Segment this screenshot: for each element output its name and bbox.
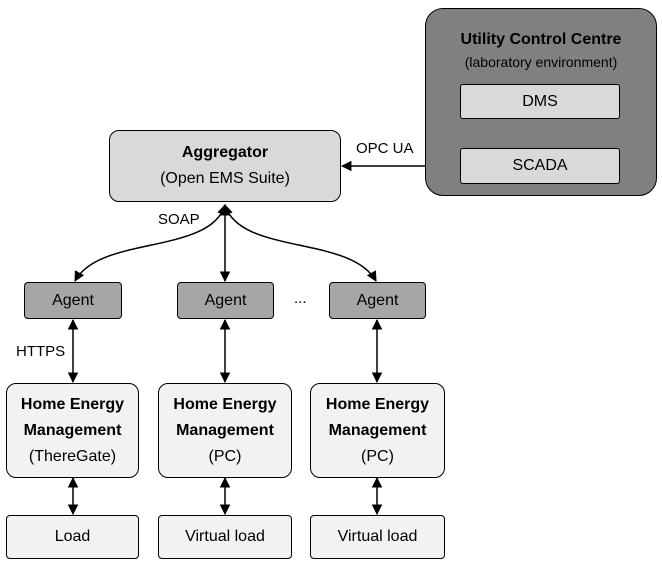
hem-line2: Management	[328, 421, 427, 439]
dms-label: DMS	[522, 92, 558, 110]
hem-box-3: Home Energy Management (PC)	[310, 383, 445, 478]
soap-arrow-left	[74, 203, 228, 282]
opcua-label: OPC UA	[356, 140, 414, 157]
load-box-2: Virtual load	[158, 515, 292, 559]
hem-line1: Home Energy	[20, 395, 125, 413]
hem-line2: Management	[176, 421, 274, 439]
agent-label: Agent	[204, 291, 247, 309]
agent-box-1: Agent	[24, 282, 122, 319]
aggregator-subtitle: (Open EMS Suite)	[160, 170, 290, 187]
scada-box: SCADA	[460, 148, 620, 184]
aggregator-title: Aggregator	[181, 144, 269, 161]
hem-box-2: Home Energy Management (PC)	[158, 383, 292, 478]
https-label: HTTPS	[16, 343, 66, 360]
hem-device: (ThereGate)	[28, 447, 117, 465]
agent-label: Agent	[52, 291, 94, 309]
aggregator-box: Aggregator (Open EMS Suite)	[109, 130, 341, 202]
scada-label: SCADA	[512, 157, 568, 174]
load-label: Load	[54, 528, 91, 545]
agent-box-2: Agent	[177, 282, 274, 319]
agent-box-3: Agent	[329, 282, 426, 319]
ellipsis-label: ...	[294, 290, 307, 307]
load-label: Virtual load	[337, 528, 418, 545]
soap-label: SOAP	[158, 211, 200, 228]
hem-line1: Home Energy	[173, 395, 277, 413]
hem-device: (PC)	[208, 447, 242, 465]
agent-label: Agent	[356, 291, 399, 309]
utility-centre-title: Utility Control Centre	[460, 31, 622, 48]
hem-box-1: Home Energy Management (ThereGate)	[6, 383, 139, 478]
soap-arrow-right	[222, 203, 377, 282]
hem-line1: Home Energy	[325, 395, 430, 413]
hem-device: (PC)	[361, 447, 394, 465]
load-box-3: Virtual load	[310, 515, 445, 559]
load-label: Virtual load	[185, 528, 265, 545]
utility-centre-subtitle: (laboratory environment)	[464, 54, 618, 70]
hem-line2: Management	[23, 421, 122, 439]
dms-box: DMS	[460, 84, 620, 119]
load-box-1: Load	[6, 515, 139, 559]
